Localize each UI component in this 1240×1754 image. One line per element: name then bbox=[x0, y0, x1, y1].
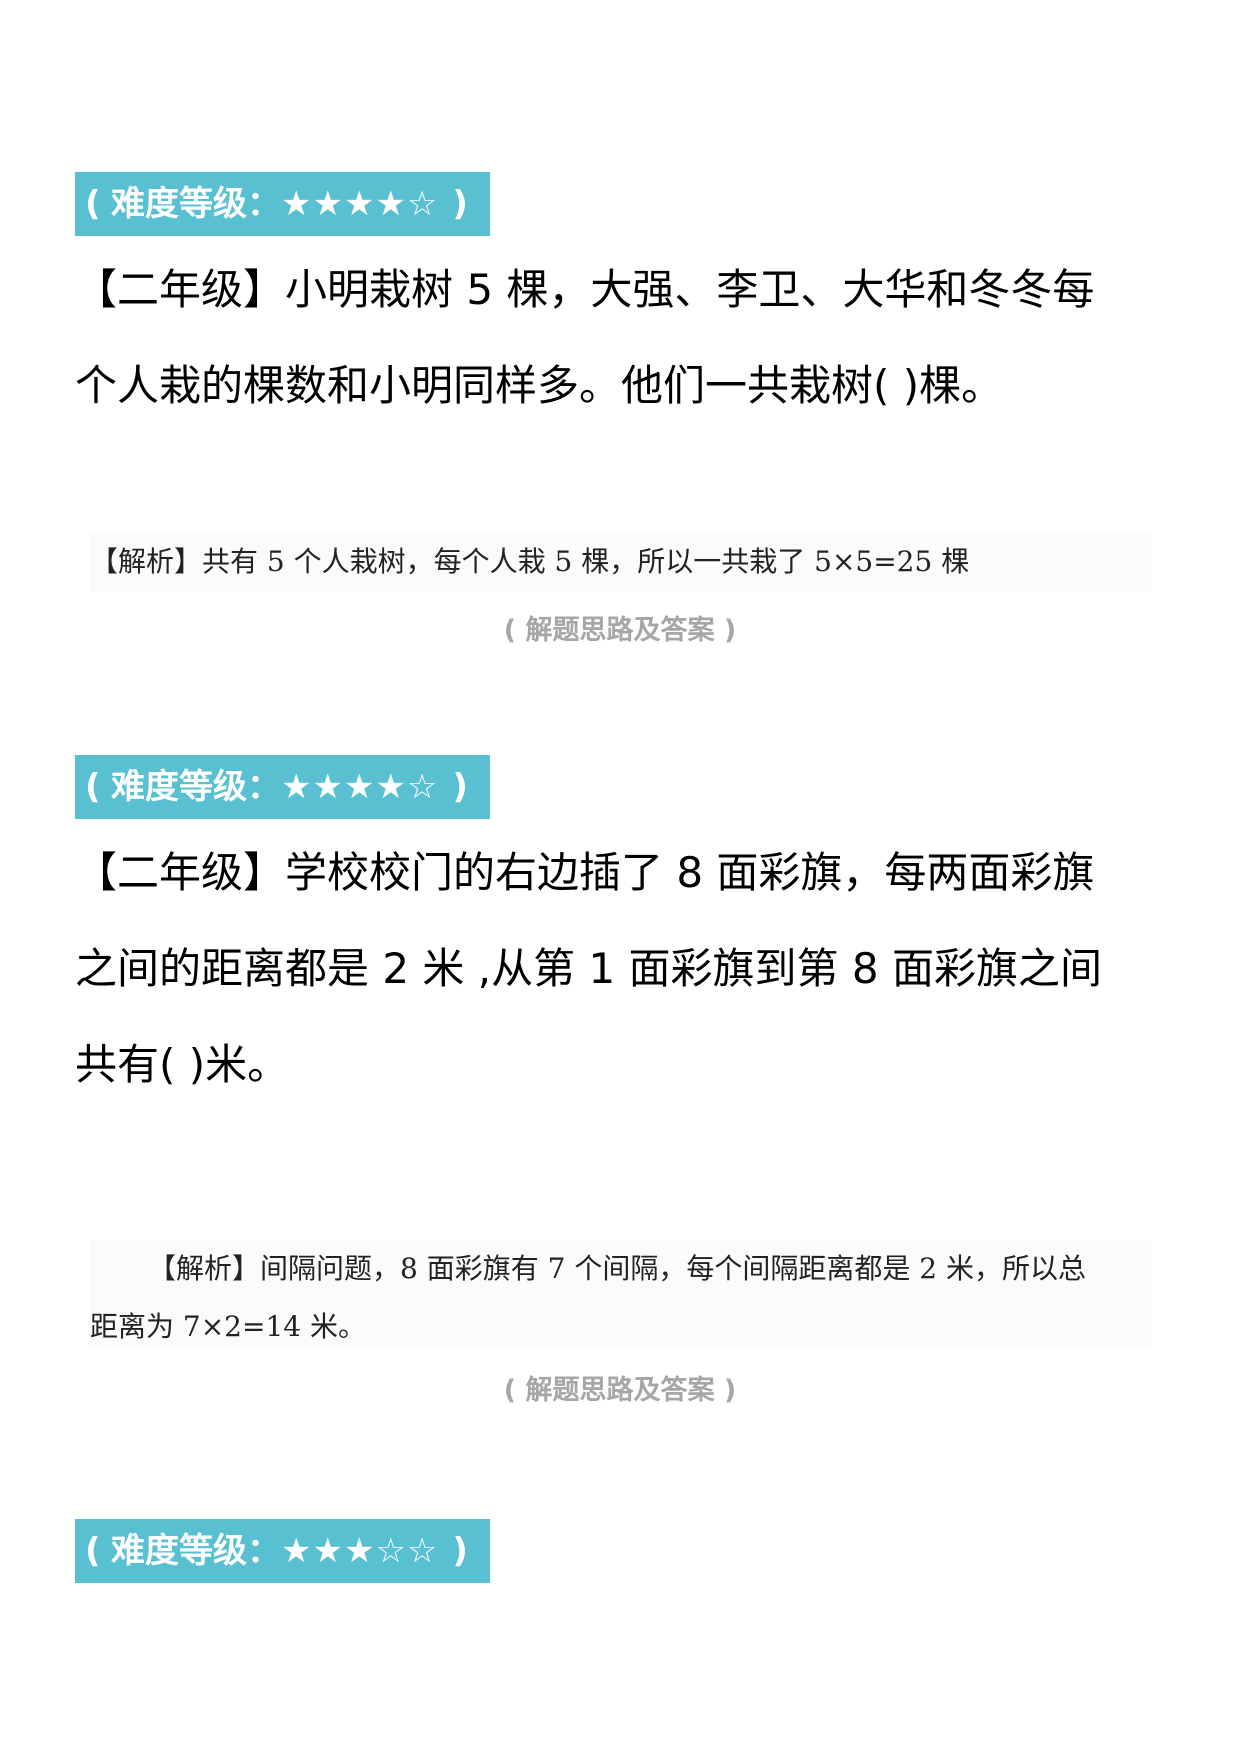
answer-explanation-label-1[interactable]: ( 解题思路及答案 ) bbox=[503, 615, 737, 646]
answer-explanation-label-2[interactable]: ( 解题思路及答案 ) bbox=[503, 1375, 737, 1406]
analysis-box-1: 【解析】共有 5 个人栽树，每个人栽 5 棵，所以一共栽了 5×5=25 棵 bbox=[90, 533, 1152, 592]
star-rating-icon: ★★★☆☆ bbox=[281, 1531, 439, 1571]
star-rating-icon: ★★★★☆ bbox=[281, 767, 439, 807]
badge-open-paren: ( bbox=[85, 1531, 101, 1571]
analysis-box-2: 【解析】间隔问题，8 面彩旗有 7 个间隔，每个间隔距离都是 2 米，所以总 距… bbox=[90, 1240, 1152, 1346]
analysis-line: 距离为 7×2=14 米。 bbox=[90, 1310, 366, 1343]
difficulty-badge-2: (难度等级：★★★★☆) bbox=[75, 755, 490, 819]
badge-close-paren: ) bbox=[452, 184, 468, 224]
question-line: 【二年级】小明栽树 5 棵，大强、李卫、大华和冬冬每 bbox=[75, 265, 1095, 314]
analysis-line: 【解析】共有 5 个人栽树，每个人栽 5 棵，所以一共栽了 5×5=25 棵 bbox=[90, 545, 970, 578]
question-line: 【二年级】学校校门的右边插了 8 面彩旗，每两面彩旗 bbox=[75, 848, 1095, 897]
question-line: 之间的距离都是 2 米 ,从第 1 面彩旗到第 8 面彩旗之间 bbox=[75, 944, 1102, 993]
difficulty-label: 难度等级： bbox=[111, 1531, 281, 1571]
badge-open-paren: ( bbox=[85, 184, 101, 224]
question-2: 【二年级】学校校门的右边插了 8 面彩旗，每两面彩旗 之间的距离都是 2 米 ,… bbox=[75, 825, 1175, 1113]
analysis-line: 【解析】间隔问题，8 面彩旗有 7 个间隔，每个间隔距离都是 2 米，所以总 bbox=[148, 1252, 1086, 1285]
difficulty-badge-1: (难度等级：★★★★☆) bbox=[75, 172, 490, 236]
question-line: 个人栽的棵数和小明同样多。他们一共栽树( )棵。 bbox=[75, 361, 1004, 410]
question-1: 【二年级】小明栽树 5 棵，大强、李卫、大华和冬冬每 个人栽的棵数和小明同样多。… bbox=[75, 242, 1175, 434]
difficulty-badge-3: (难度等级：★★★☆☆) bbox=[75, 1519, 490, 1583]
badge-open-paren: ( bbox=[85, 767, 101, 807]
badge-close-paren: ) bbox=[452, 1531, 468, 1571]
question-line: 共有( )米。 bbox=[75, 1040, 290, 1089]
difficulty-label: 难度等级： bbox=[111, 767, 281, 807]
badge-close-paren: ) bbox=[452, 767, 468, 807]
star-rating-icon: ★★★★☆ bbox=[281, 184, 439, 224]
difficulty-label: 难度等级： bbox=[111, 184, 281, 224]
